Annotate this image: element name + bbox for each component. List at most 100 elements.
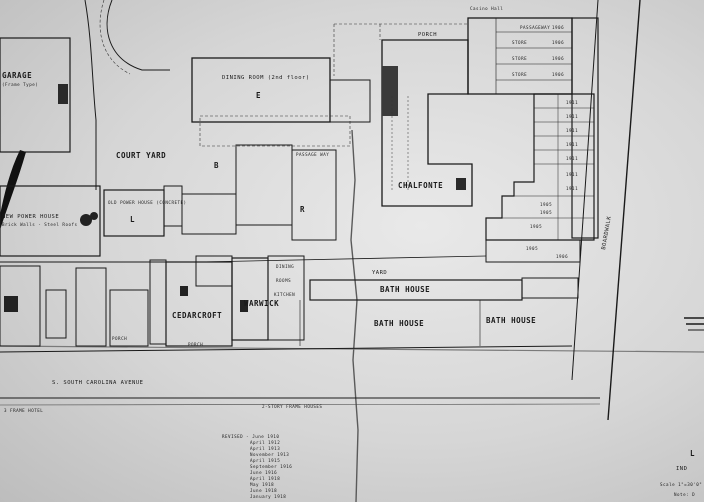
house-4 (109, 289, 149, 347)
revised-date-4: April 1915 (250, 458, 280, 463)
porch-bottom-mid: PORCH (188, 342, 203, 347)
wing-year-4: 1911 (566, 142, 578, 147)
garage-building (0, 37, 71, 153)
wing-year-5: 1911 (566, 156, 578, 161)
porch-dashed-outline (333, 23, 468, 76)
chalfonte-stair (382, 66, 398, 116)
passage-way-label: PASSAGE WAY (296, 152, 329, 157)
corner-note: Note: D (674, 492, 695, 497)
chalfonte-label: CHALFONTE (398, 181, 443, 190)
sidewalk-line (0, 403, 601, 406)
service-wing (181, 193, 237, 235)
wing-year-3: 1911 (566, 128, 578, 133)
dining-kitchen-building (267, 255, 305, 341)
house-2 (45, 289, 67, 339)
dining-room-label: DINING ROOM (2nd floor) (222, 75, 310, 81)
dining-kitchen-label-3: KITCHEN (274, 292, 295, 297)
chalfonte-elevator (456, 178, 466, 190)
new-power-house (0, 185, 101, 257)
letter-b: B (214, 161, 219, 170)
boardwalk-inner-edge (571, 0, 599, 381)
passage-way-block (291, 149, 337, 241)
warwick-label: WARWICK (244, 299, 279, 308)
paper-crease (350, 129, 359, 502)
wing-year-12: 1906 (556, 254, 568, 259)
wing-year-9: 1905 (540, 210, 552, 215)
kitchen-wing (235, 144, 293, 226)
dining-room-building (191, 57, 331, 123)
lower-wing (485, 239, 581, 263)
driveway-curve (106, 0, 170, 71)
revised-date-3: November 1913 (250, 452, 289, 457)
court-yard-label: COURT YARD (116, 151, 166, 160)
bath-house-3-label: BATH HOUSE (486, 316, 536, 325)
wing-year-8: 1905 (540, 202, 552, 207)
boiler-icon (80, 214, 92, 226)
yard-label: YARD (372, 270, 387, 276)
boardwalk-edge (607, 0, 641, 421)
letter-r: R (300, 205, 305, 214)
bath-house-2-label: BATH HOUSE (374, 319, 424, 328)
store-label-2: STORE (512, 40, 527, 45)
avenue-label: S. SOUTH CAROLINA AVENUE (52, 380, 143, 386)
store-year-2: 1906 (552, 56, 564, 61)
store-year-3: 1906 (552, 72, 564, 77)
revised-date-6: June 1916 (250, 470, 277, 475)
dining-room-porch-dashed (199, 115, 351, 147)
dining-room-letter: E (256, 91, 261, 100)
store-label-3: STORE (512, 56, 527, 61)
scale-label: Scale 1"=30'0" (660, 482, 702, 487)
wing-year-7: 1911 (566, 186, 578, 191)
wing-year-6: 1911 (566, 172, 578, 177)
wing-year-2: 1911 (566, 114, 578, 119)
casino-label: Casino Hall (470, 6, 503, 11)
cedarcroft-annex (195, 255, 233, 287)
cedarcroft-label: CEDARCROFT (172, 311, 222, 320)
dining-kitchen-label-1: DINING (276, 264, 294, 269)
wing-year-11: 1905 (526, 246, 538, 251)
store-label-1: PASSAGEWAY (520, 25, 550, 30)
wing-year-10: 1905 (530, 224, 542, 229)
old-power-house-label: OLD POWER HOUSE (CONCRETE) (108, 200, 187, 205)
garage-door (58, 84, 68, 104)
driveway-left (84, 0, 97, 190)
revised-date-1: April 1912 (250, 440, 280, 445)
revised-date-10: January 1918 (250, 494, 286, 499)
garage-note: (Frame Type) (2, 82, 38, 87)
revised-date-8: May 1918 (250, 482, 274, 487)
dining-room-annex (329, 79, 371, 123)
power-house-note: Brick Walls - Steel Roofs (2, 222, 78, 227)
store-year-4: 1906 (552, 25, 564, 30)
driveway-dashed (99, 0, 131, 75)
yard-line (199, 255, 487, 263)
corner-letter: L (690, 449, 695, 458)
wing-year-1: 1911 (566, 100, 578, 105)
old-power-house (103, 189, 165, 237)
store-label-4: STORE (512, 72, 527, 77)
house-1 (0, 265, 41, 347)
cedarcroft-stair (180, 286, 188, 296)
boiler-icon (90, 212, 98, 220)
boardwalk-label: BOARDWALK (601, 215, 613, 250)
store-year-1: 1906 (552, 40, 564, 45)
chimney-block (163, 185, 183, 227)
house-3 (75, 267, 107, 347)
porch-bottom-left: PORCH (112, 336, 127, 341)
frame-hotel-label: 3 FRAME HOTEL (4, 408, 43, 413)
revised-date-7: April 1918 (250, 476, 280, 481)
boardwalk-wing (571, 17, 599, 239)
revised-date-5: September 1916 (250, 464, 292, 469)
house-5 (149, 259, 167, 345)
street-curb-top (0, 345, 573, 353)
revised-title: REVISED - June 1910 (222, 434, 279, 439)
bath-house-end (521, 277, 579, 299)
dining-kitchen-label-2: ROOMS (276, 278, 291, 283)
porch-top-label: PORCH (418, 32, 437, 38)
bath-house-main-label: BATH HOUSE (380, 285, 430, 294)
old-power-letter: L (130, 215, 135, 224)
frame-houses-label: 2-STORY FRAME HOUSES (262, 404, 322, 409)
ink-smudge (0, 150, 26, 230)
paper-fold (0, 345, 704, 353)
